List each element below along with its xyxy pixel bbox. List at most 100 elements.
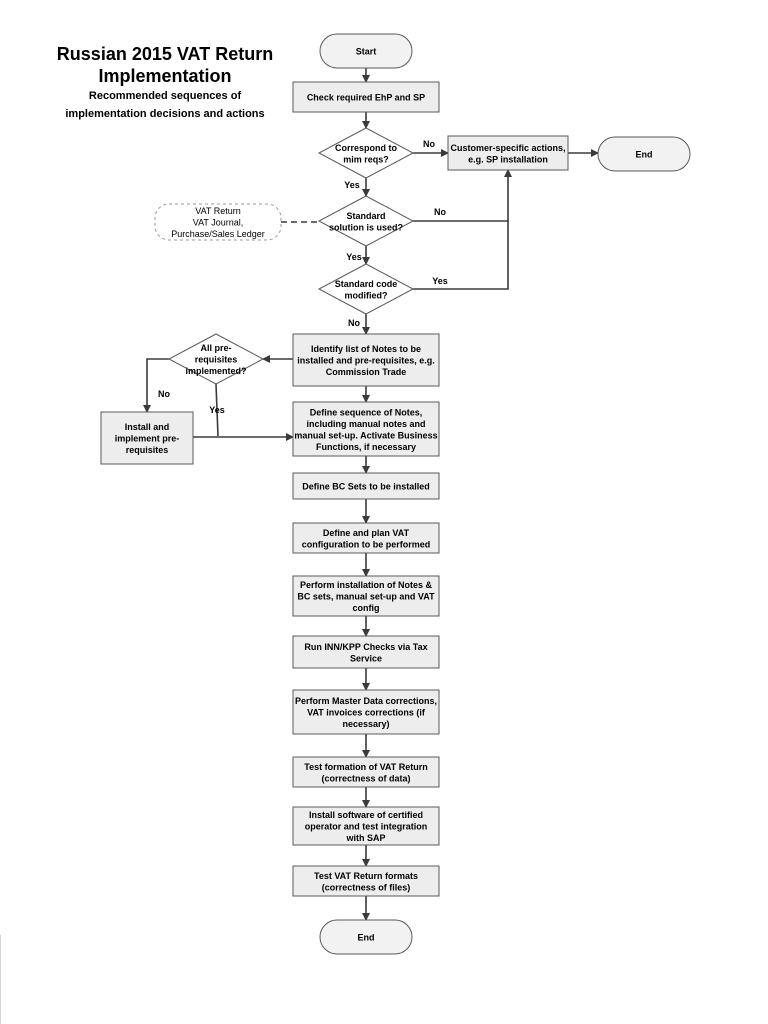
node-label-line: implemented? bbox=[185, 366, 246, 376]
node-end-top: End bbox=[597, 136, 691, 172]
edge-label-prereq-yes: Yes bbox=[209, 405, 225, 415]
node-label-line: (correctness of files) bbox=[322, 882, 411, 892]
decision-diamond bbox=[317, 263, 415, 315]
node-check-ehp: Check required EhP and SP bbox=[292, 81, 440, 113]
node-label-line: Install software of certified bbox=[309, 810, 423, 820]
process-box bbox=[292, 472, 440, 500]
node-label-line: operator and test integration bbox=[305, 822, 428, 832]
node-label-line: Perform installation of Notes & bbox=[300, 580, 433, 590]
page-subtitle-line2: implementation decisions and actions bbox=[65, 108, 265, 120]
edge-label-standard-no: No bbox=[434, 207, 446, 217]
node-label-line: modified? bbox=[345, 290, 388, 300]
flowchart-edges bbox=[143, 68, 599, 921]
node-label-line: necessary) bbox=[342, 719, 389, 729]
node-label-line: VAT invoices corrections (if bbox=[307, 708, 426, 718]
annotation-shape bbox=[154, 203, 282, 241]
process-box bbox=[292, 522, 440, 554]
edge-label-modified-no: No bbox=[348, 318, 360, 328]
node-label-line: mim reqs? bbox=[343, 154, 389, 164]
page-title: Russian 2015 VAT Return bbox=[56, 44, 274, 64]
process-box bbox=[292, 806, 440, 846]
title-block: Russian 2015 VAT Return Implementation R… bbox=[40, 43, 290, 123]
node-label-line: VAT Return bbox=[195, 206, 241, 216]
process-box bbox=[447, 135, 569, 171]
node-label-line: configuration to be performed bbox=[302, 539, 431, 549]
decision-diamond bbox=[317, 127, 415, 179]
edge-prereq-yes bbox=[215, 383, 219, 437]
node-label-line: Service bbox=[350, 653, 382, 663]
node-label-line: installed and pre-requisites, e.g. bbox=[297, 356, 435, 366]
node-label-line: Perform Master Data corrections, bbox=[295, 696, 437, 706]
node-label-line: All pre- bbox=[200, 343, 231, 353]
page-title-line2: Implementation bbox=[98, 66, 232, 86]
node-label-line: Check required EhP and SP bbox=[307, 93, 425, 103]
node-label-line: Purchase/Sales Ledger bbox=[171, 229, 265, 239]
process-box bbox=[292, 575, 440, 617]
node-end-bottom: End bbox=[319, 919, 413, 955]
process-box bbox=[292, 401, 440, 457]
node-label-line: requisites bbox=[126, 445, 169, 455]
node-label-line: Start bbox=[356, 47, 377, 57]
node-define-sequence: Define sequence of Notes, including manua… bbox=[292, 401, 440, 457]
terminator-shape bbox=[597, 136, 691, 172]
process-box bbox=[292, 865, 440, 897]
node-label-line: End bbox=[636, 150, 653, 160]
node-label-line: Correspond to bbox=[335, 143, 398, 153]
node-define-bc: Define BC Sets to be installed bbox=[292, 472, 440, 500]
edge-label-modified-yes: Yes bbox=[432, 276, 448, 286]
node-label-line: Test VAT Return formats bbox=[314, 871, 418, 881]
node-customer-specific: Customer-specific actions,e.g. SP instal… bbox=[447, 135, 569, 171]
node-identify-notes: Identify list of Notes to be installed an… bbox=[292, 333, 440, 387]
node-label-line: Define sequence of Notes, bbox=[310, 407, 423, 417]
node-label-line: Identify list of Notes to be bbox=[311, 344, 421, 354]
edge-modified-yes bbox=[413, 169, 512, 290]
node-label-line: BC sets, manual set-up and VAT bbox=[297, 592, 435, 602]
node-label-line: solution is used? bbox=[329, 222, 403, 232]
edge-label-prereq-no: No bbox=[158, 389, 170, 399]
node-label-line: Define and plan VAT bbox=[323, 528, 410, 538]
terminator-shape bbox=[319, 33, 413, 69]
page-edge-line bbox=[0, 935, 1, 1024]
process-box bbox=[100, 411, 194, 465]
node-label-line: including manual notes and bbox=[306, 419, 425, 429]
node-label-line: with SAP bbox=[345, 833, 385, 843]
node-label-line: Define BC Sets to be installed bbox=[302, 482, 430, 492]
node-test-formation: Test formation of VAT Return(correctness… bbox=[292, 756, 440, 788]
node-label-line: Install and bbox=[125, 422, 170, 432]
node-label-line: Standard bbox=[346, 211, 385, 221]
node-label-line: Functions, if necessary bbox=[316, 442, 416, 452]
process-box bbox=[292, 756, 440, 788]
terminator-shape bbox=[319, 919, 413, 955]
node-label-line: VAT Journal, bbox=[193, 218, 244, 228]
edge-label-correspond-no: No bbox=[423, 139, 435, 149]
edge-label-standard-yes: Yes bbox=[346, 252, 362, 262]
decision-diamond bbox=[167, 333, 265, 385]
node-label-line: Commission Trade bbox=[326, 367, 407, 377]
decision-diamond bbox=[317, 195, 415, 247]
node-label-line: (correctness of data) bbox=[321, 773, 410, 783]
process-box bbox=[292, 333, 440, 387]
node-start: Start bbox=[319, 33, 413, 69]
edge-label-correspond-yes: Yes bbox=[344, 180, 360, 190]
node-label-line: Standard code bbox=[335, 279, 398, 289]
node-label-line: requisites bbox=[195, 355, 238, 365]
process-box bbox=[292, 635, 440, 669]
page-subtitle: Recommended sequences of bbox=[88, 90, 242, 102]
node-master-data: Perform Master Data corrections, VAT invo… bbox=[292, 689, 440, 735]
node-label-line: e.g. SP installation bbox=[468, 154, 548, 164]
node-label-line: End bbox=[358, 933, 375, 943]
edge-prereq-no bbox=[143, 358, 169, 413]
node-label-line: manual set-up. Activate Business bbox=[294, 430, 437, 440]
process-box bbox=[292, 689, 440, 735]
